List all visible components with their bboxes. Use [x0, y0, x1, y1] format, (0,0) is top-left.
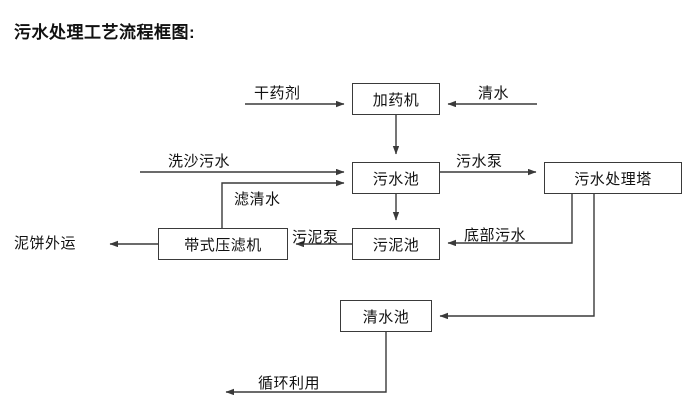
node-label: 加药机: [372, 91, 420, 109]
node-label: 清水池: [362, 308, 410, 326]
edge-label-dry-chemical: 干药剂: [254, 85, 301, 102]
node-treatment-tower[interactable]: 污水处理塔: [544, 162, 682, 194]
edge-bottom-sewage-to-sludge-pool: [447, 194, 573, 247]
terminal-label-mud-cake-out: 泥饼外运: [14, 235, 77, 252]
edge-label-filtrate-water: 滤清水: [234, 191, 281, 208]
node-label: 污水池: [372, 170, 420, 188]
node-sludge-pool[interactable]: 污泥池: [352, 228, 440, 260]
edge-label-recycle-use: 循环利用: [258, 375, 321, 392]
node-label: 污水处理塔: [574, 170, 652, 188]
node-label: 带式压滤机: [184, 236, 262, 254]
node-sewage-pool[interactable]: 污水池: [352, 162, 440, 194]
node-clean-water-pool[interactable]: 清水池: [340, 300, 432, 332]
edge-clean-water-pool-to-recycle: [225, 332, 387, 396]
edge-label-sludge-pump: 污泥泵: [292, 229, 339, 246]
edge-label-sewage-pump: 污水泵: [456, 153, 503, 170]
edge-filtrate-water-to-sewage-pool: [221, 179, 345, 228]
node-belt-filter-press[interactable]: 带式压滤机: [158, 228, 288, 260]
edge-label-sand-wash-sewage: 洗沙污水: [168, 153, 231, 170]
edge-treatment-tower-to-clean-water-pool: [439, 194, 595, 320]
edge-label-clean-water-in: 清水: [478, 85, 510, 102]
node-label: 污泥池: [372, 236, 420, 254]
page-title: 污水处理工艺流程框图:: [14, 23, 196, 42]
edge-label-bottom-sewage: 底部污水: [464, 227, 527, 244]
node-dosing-machine[interactable]: 加药机: [352, 83, 440, 115]
